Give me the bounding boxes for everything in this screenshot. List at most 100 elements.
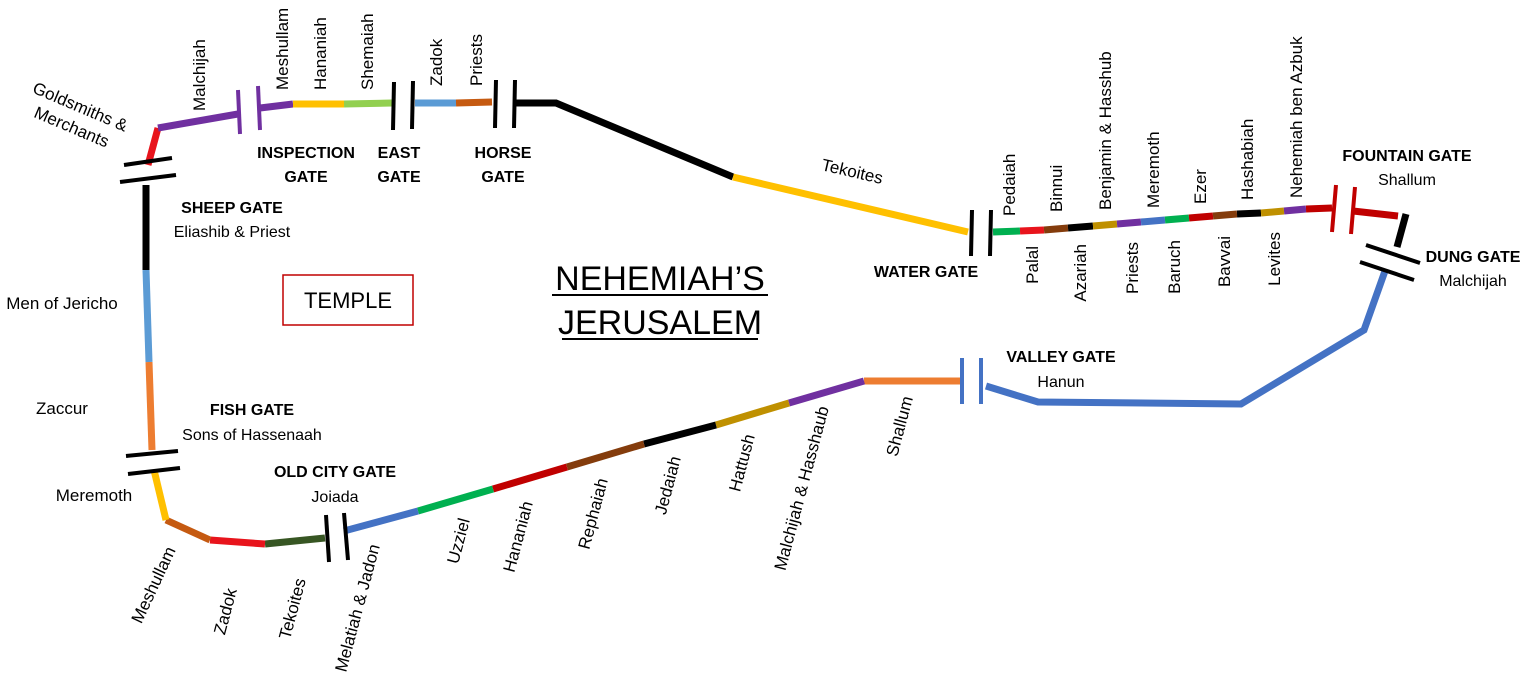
wall-segment-zadok-bottom — [209, 536, 266, 548]
nehemiah-ben-azbuk-label: Nehemiah ben Azbuk — [1287, 36, 1306, 198]
palal-label: Palal — [1023, 246, 1042, 284]
wall-segment-ezer — [1188, 212, 1214, 222]
horse-gate-mark — [512, 79, 517, 129]
wall-segment-priests-top — [455, 98, 493, 107]
wall-segment-malchijah-hasshaub — [788, 377, 865, 407]
tekoites-bottom-label: Tekoites — [275, 576, 309, 641]
wall-segment-priests-mid — [1116, 218, 1142, 228]
wall-segment-meshullam-top — [259, 100, 294, 112]
sheep-gate-mark — [123, 156, 173, 167]
uzziel-label: Uzziel — [444, 516, 474, 566]
fountain-gate-builder: Shallum — [1378, 172, 1436, 189]
wall-segment-azariah — [1067, 222, 1094, 232]
tekoites-top-label: Tekoites — [820, 155, 885, 188]
wall-segment-shemaiah — [343, 99, 393, 108]
wall-segment-meremoth-left — [150, 469, 170, 521]
binnui-label: Binnui — [1047, 165, 1066, 212]
wall-segment-men-of-jericho — [142, 269, 153, 363]
wall-segment-baruch — [1164, 214, 1190, 224]
hattush-label: Hattush — [725, 432, 759, 494]
men-of-jericho-label: Men of Jericho — [6, 294, 118, 313]
dung-gate-mark — [1365, 243, 1421, 265]
hashabiah-label: Hashabiah — [1238, 119, 1257, 200]
meremoth-mid-label: Meremoth — [1144, 131, 1163, 208]
wall-segment-goldsmiths — [144, 127, 162, 166]
wall-segment-rephaiah — [565, 440, 646, 471]
wall-segment-nehemiah — [1283, 205, 1307, 215]
wall-segment-meshullam-bottom — [164, 516, 212, 544]
wall-segment-levites — [1260, 207, 1285, 217]
wall-segment-meremoth-mid — [1140, 216, 1166, 226]
water-gate-mark — [969, 209, 974, 257]
fish-gate-mark — [127, 466, 181, 476]
horse-gate-line1: HORSE — [475, 145, 532, 162]
dung-gate-builder: Malchijah — [1439, 273, 1507, 290]
rephaiah-label: Rephaiah — [575, 476, 612, 551]
wall-segment-hattush — [714, 399, 791, 429]
sheep-gate-mark — [119, 173, 177, 184]
hananiah-top-label: Hananiah — [311, 17, 330, 90]
dung-gate-name: DUNG GATE — [1426, 249, 1521, 266]
wall-segment-fountain-left — [1305, 204, 1333, 213]
title-line-2: JERUSALEM — [558, 304, 762, 342]
valley-gate-builder: Hanun — [1037, 374, 1084, 391]
fish-gate-name: FISH GATE — [210, 402, 294, 419]
inspection-gate-line1: INSPECTION — [257, 145, 355, 162]
wall-segment-hashabiah — [1236, 209, 1262, 218]
shallum-bottom-label: Shallum — [883, 394, 917, 458]
ezer-label: Ezer — [1191, 169, 1210, 204]
fountain-gate-mark — [1349, 186, 1357, 235]
old-city-gate-mark — [324, 514, 331, 563]
wall-segment-bavvai — [1212, 210, 1238, 220]
wall-segment-palal — [1019, 226, 1045, 235]
wall-segment-binnui — [1043, 224, 1069, 234]
dung-gate-mark — [1359, 260, 1415, 282]
old-city-gate-name: OLD CITY GATE — [274, 464, 396, 481]
temple-box — [282, 274, 414, 326]
wall-segment-fountain-dung — [1393, 213, 1410, 248]
inspection-gate-mark — [236, 89, 242, 135]
fountain-gate-name: FOUNTAIN GATE — [1342, 148, 1472, 165]
azariah-label: Azariah — [1071, 244, 1090, 302]
benjamin-hasshub-label: Benjamin & Hasshub — [1096, 51, 1115, 210]
wall-segment-malchijah-top — [157, 110, 239, 132]
valley-gate-name: VALLEY GATE — [1006, 349, 1116, 366]
fish-gate-mark — [125, 449, 179, 458]
malchijah-top-label: Malchijah — [190, 39, 209, 111]
wall — [142, 98, 1410, 548]
wall-segment-fountain-right — [1352, 207, 1399, 220]
meshullam-bottom-label: Meshullam — [128, 544, 180, 627]
sheep-gate-name: SHEEP GATE — [181, 200, 283, 217]
wall-segment-uzziel — [417, 485, 494, 515]
east-gate-line2: GATE — [377, 169, 421, 186]
title-line-1: NEHEMIAH’S — [555, 260, 765, 298]
meshullam-top-label: Meshullam — [273, 8, 292, 90]
fountain-gate-mark — [1330, 184, 1338, 233]
wall-segment-dung-valley — [984, 269, 1389, 408]
horse-gate-mark — [493, 79, 498, 129]
melatiah-jadon-label: Melatiah & Jadon — [332, 542, 384, 674]
east-gate-mark — [410, 80, 415, 130]
baruch-label: Baruch — [1165, 240, 1184, 294]
wall-segment-jedaiah — [643, 421, 717, 448]
meremoth-left-label: Meremoth — [56, 486, 133, 505]
wall-segment-benjamin — [1092, 220, 1118, 230]
water-gate-mark — [988, 209, 993, 257]
wall-segment-tekoites-top — [732, 173, 969, 236]
priests-mid-label: Priests — [1123, 242, 1142, 294]
jedaiah-label: Jedaiah — [651, 454, 685, 516]
malchijah-hasshaub-label: Malchijah & Hasshaub — [771, 404, 833, 572]
zadok-bottom-label: Zadok — [210, 586, 241, 637]
hananiah-bottom-label: Hananiah — [500, 499, 537, 574]
bavvai-label: Bavvai — [1215, 236, 1234, 287]
shemaiah-label: Shemaiah — [358, 13, 377, 90]
wall-segment-tekoites-bottom — [264, 534, 326, 548]
zadok-top-label: Zadok — [427, 38, 446, 86]
levites-label: Levites — [1265, 232, 1284, 286]
priests-top-label: Priests — [467, 34, 486, 86]
east-gate-mark — [391, 81, 396, 131]
sheep-gate-builder: Eliashib & Priest — [174, 224, 291, 241]
old-city-gate-builder: Joiada — [311, 489, 358, 506]
